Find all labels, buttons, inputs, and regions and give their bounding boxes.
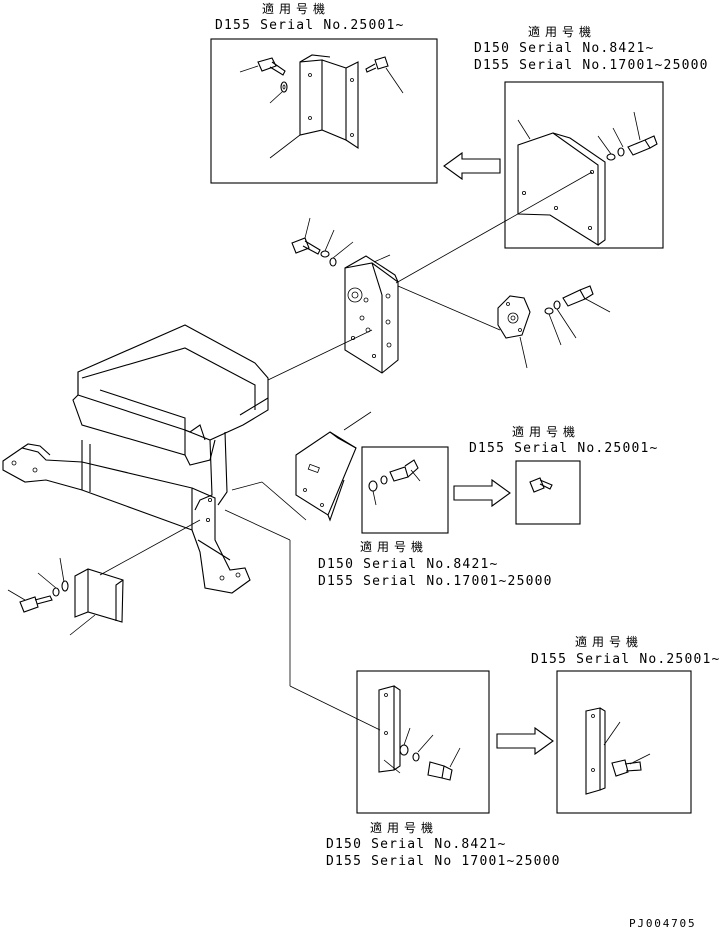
bolt-f xyxy=(611,753,651,777)
serial-label-b-2: D155 Serial No.17001~25000 xyxy=(474,58,709,73)
detail-frame-e xyxy=(356,670,490,814)
serial-label-e-1: D150 Serial No.8421~ xyxy=(326,837,507,852)
flange-plate xyxy=(497,295,531,369)
tank-cover-body xyxy=(72,324,269,511)
detail-frame-b xyxy=(504,81,664,249)
detail-frame-a xyxy=(210,38,438,184)
bolt-e xyxy=(399,727,461,781)
applicable-label-e: 適用号機 xyxy=(370,821,439,835)
bolt-a-left xyxy=(239,57,288,104)
detail-frame-c xyxy=(515,460,581,525)
arrow-e-to-f xyxy=(496,726,554,756)
serial-label-a: D155 Serial No.25001~ xyxy=(215,18,405,33)
applicable-label-d: 適用号機 xyxy=(360,540,429,554)
arrow-b-to-a xyxy=(443,151,501,181)
serial-label-b-1: D150 Serial No.8421~ xyxy=(474,41,655,56)
serial-label-c: D155 Serial No.25001~ xyxy=(469,441,659,456)
bolt-flange xyxy=(544,285,611,346)
bracket-f xyxy=(585,707,621,795)
applicable-label-f: 適用号機 xyxy=(575,635,644,649)
mount-bracket-center xyxy=(344,254,399,374)
cover-plate-lower xyxy=(69,568,124,636)
bracket-a xyxy=(269,54,359,159)
detail-frame-f xyxy=(556,670,692,814)
serial-label-d-1: D150 Serial No.8421~ xyxy=(318,557,499,572)
detail-frame-d xyxy=(361,446,449,534)
applicable-label-b: 適用号機 xyxy=(528,25,597,39)
applicable-label-c: 適用号機 xyxy=(512,425,581,439)
serial-label-d-2: D155 Serial No.17001~25000 xyxy=(318,574,553,589)
bolt-a-right xyxy=(365,56,404,94)
bracket-d xyxy=(295,411,372,522)
bracket-b xyxy=(517,119,606,246)
leader-lines xyxy=(99,171,593,731)
applicable-label-a: 適用号機 xyxy=(262,2,331,16)
bracket-e xyxy=(378,685,401,774)
serial-label-f: D155 Serial No.25001~ xyxy=(531,652,719,667)
frame-rail xyxy=(2,440,251,594)
drawing-code: PJ004705 xyxy=(629,917,697,930)
arrow-d-to-c xyxy=(453,478,511,508)
bolt-center-top xyxy=(291,217,354,267)
serial-label-e-2: D155 Serial No 17001~25000 xyxy=(326,854,561,869)
bolt-d xyxy=(368,459,421,506)
bolt-lower-left xyxy=(7,557,69,613)
bolt-b xyxy=(597,111,658,161)
bolt-c xyxy=(529,477,553,493)
